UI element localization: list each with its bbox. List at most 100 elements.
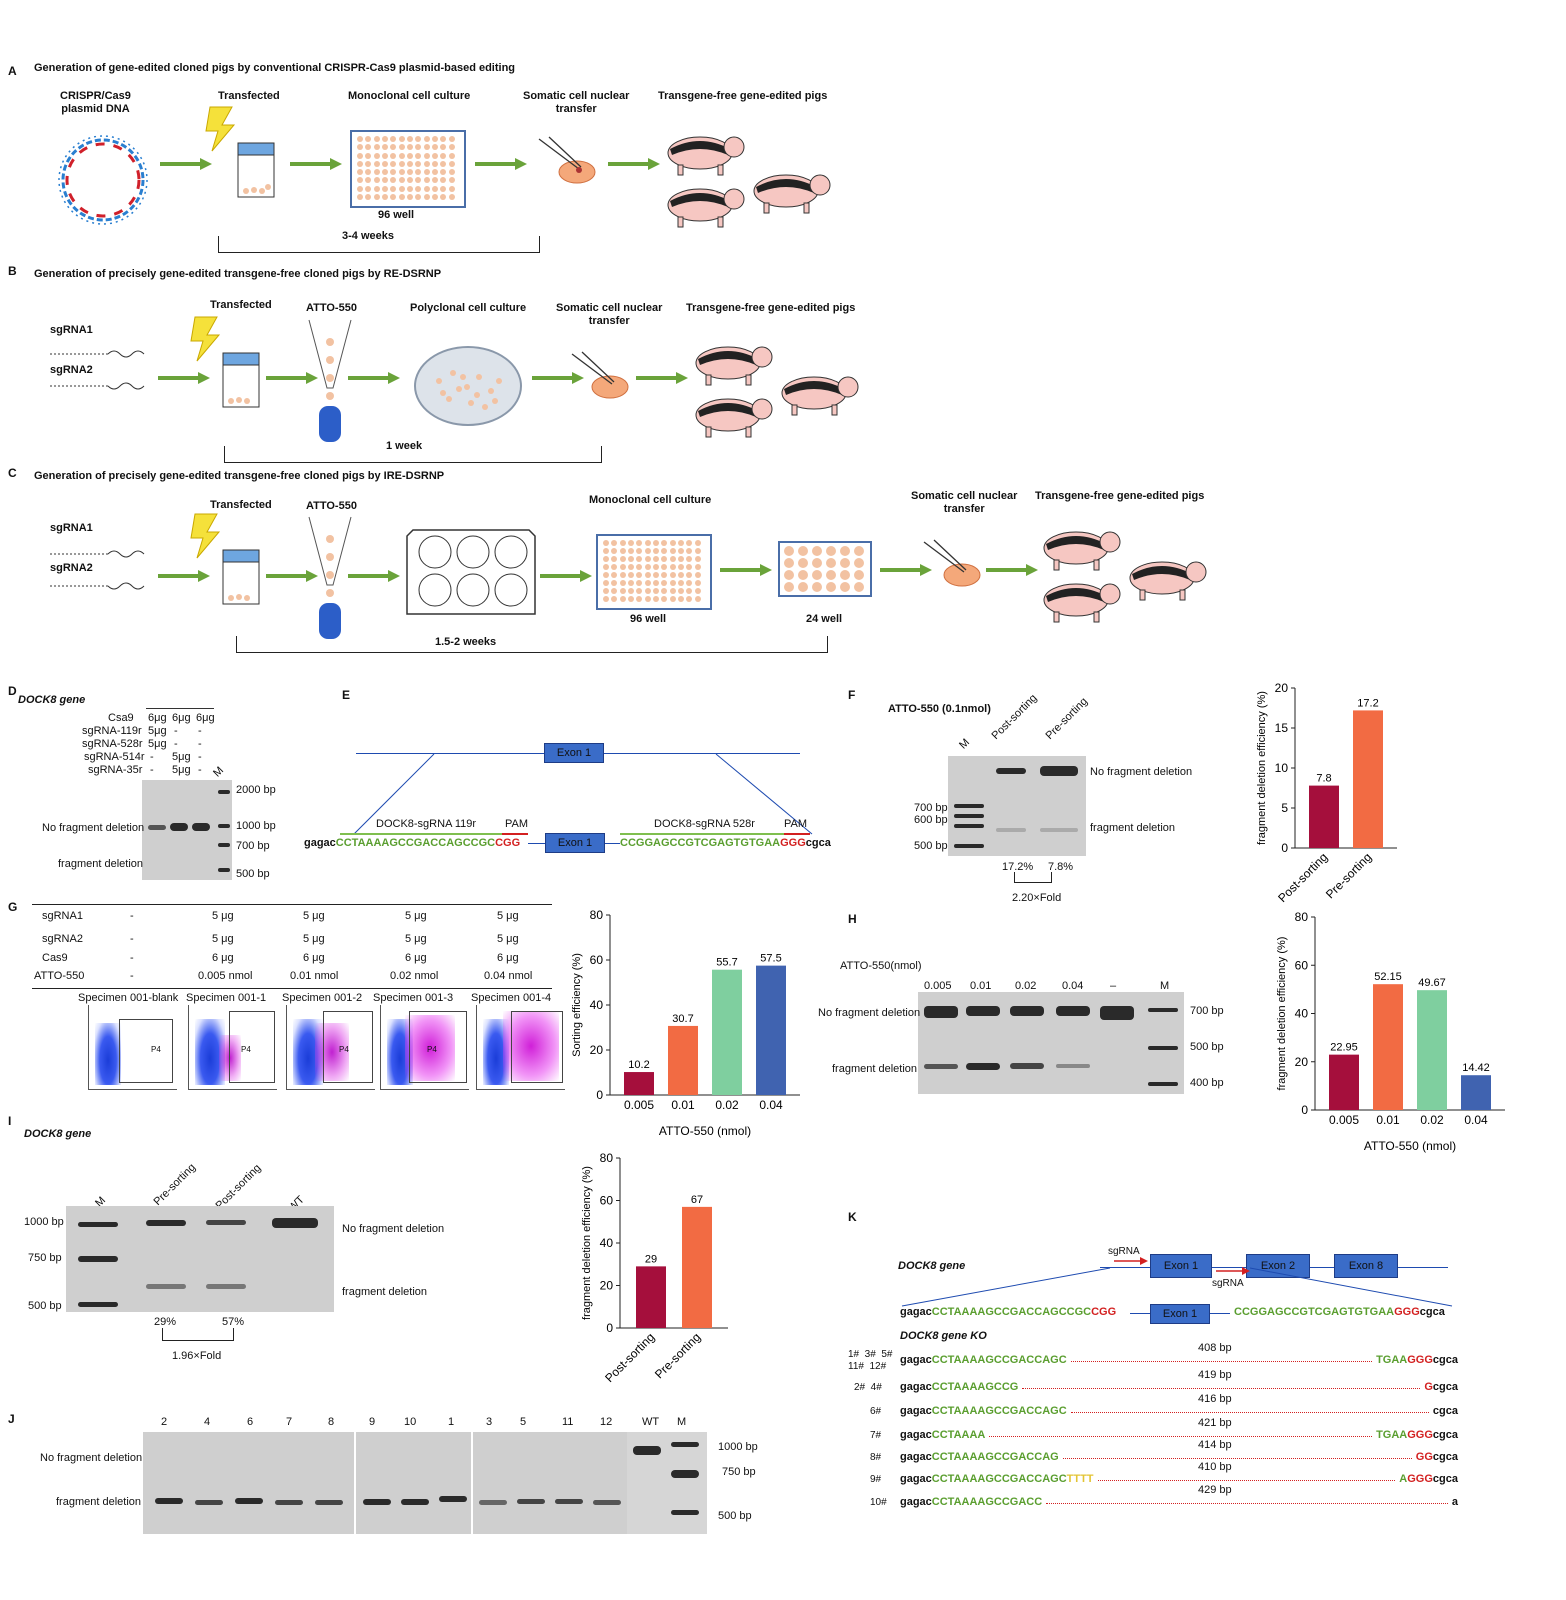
well	[798, 558, 808, 568]
well	[432, 169, 438, 175]
well	[373, 169, 380, 175]
well	[854, 570, 864, 580]
y-tick-label: 20	[600, 1279, 614, 1293]
well	[636, 580, 643, 586]
bar	[1329, 1054, 1359, 1110]
well	[686, 588, 693, 594]
sorting-funnel-icon	[308, 319, 352, 442]
well	[365, 169, 372, 175]
well	[636, 540, 643, 546]
well	[440, 152, 447, 159]
flow-plot	[476, 1005, 565, 1090]
size-label: 500 bp	[1190, 1041, 1224, 1053]
y-tick-label: 0	[1281, 841, 1288, 855]
well	[840, 546, 850, 556]
bar	[1353, 710, 1383, 848]
table-bottom-line	[32, 988, 552, 989]
pigs-icon	[695, 346, 859, 438]
cell: -	[130, 970, 134, 982]
pct-label: 7.8%	[1048, 861, 1074, 873]
well	[628, 556, 634, 562]
well	[644, 540, 651, 546]
well	[603, 580, 609, 586]
well	[694, 580, 701, 586]
well	[661, 556, 668, 562]
flow-plot: P4	[88, 1005, 177, 1090]
deletion-size: 421 bp	[1198, 1417, 1232, 1429]
gel-image	[66, 1206, 334, 1312]
allele-sequence-right: AGGGcgca	[1399, 1473, 1458, 1485]
deletion-dotted-line	[1046, 1503, 1448, 1504]
size-label: 400 bp	[1190, 1077, 1224, 1089]
gate-label: P4	[241, 1045, 251, 1054]
bar	[1461, 1075, 1491, 1110]
panel-i-letter: I	[8, 1114, 12, 1128]
step-scnt: Somatic cell nuclear transfer	[556, 302, 663, 327]
exon-1-box: Exon 1	[545, 833, 605, 853]
y-tick-label: 80	[590, 908, 604, 922]
well	[390, 193, 397, 200]
well	[669, 588, 676, 594]
24-well-plate-icon	[778, 541, 872, 597]
well	[432, 185, 438, 192]
step-pigs: Transgene-free gene-edited pigs	[658, 90, 828, 102]
deletion-label: fragment deletion	[832, 1063, 917, 1075]
well	[365, 160, 372, 167]
lane-label: 3	[486, 1416, 493, 1428]
no-deletion-label: No fragment deletion	[40, 1452, 143, 1464]
well	[448, 152, 455, 159]
divider	[146, 708, 214, 709]
well	[619, 580, 626, 586]
cell: -	[198, 725, 202, 737]
petri-dish-icon	[414, 346, 522, 426]
no-deletion-label: No fragment deletion	[818, 1007, 921, 1019]
cell-colony	[476, 374, 482, 380]
allele-sequence-right: GGcgca	[1415, 1451, 1458, 1463]
well	[628, 548, 634, 554]
lane-label: M	[957, 736, 973, 752]
well	[694, 588, 701, 594]
specimen-label: Specimen 001-blank	[78, 992, 179, 1004]
bar	[682, 1206, 712, 1328]
well	[365, 193, 372, 200]
chart-h: 02040608022.950.00552.150.0149.670.0214.…	[1276, 910, 1505, 1153]
well	[432, 152, 438, 159]
well	[423, 177, 430, 184]
cell-colony	[456, 386, 462, 392]
step-atto: ATTO-550	[306, 302, 357, 314]
well	[440, 177, 447, 184]
cell: 5 μg	[405, 910, 427, 922]
wt-sequence-right: CCGGAGCCGTCGAGTGTGAAGGGcgca	[620, 837, 831, 849]
duration-bracket	[236, 636, 828, 653]
panel-d-letter: D	[8, 684, 17, 698]
well	[432, 193, 438, 200]
step-transfected: Transfected	[210, 499, 272, 511]
x-tick-label: Pre-sorting	[1323, 850, 1374, 901]
cell: 6 μg	[405, 952, 427, 964]
bar-value-label: 10.2	[628, 1059, 649, 1071]
gel-image	[142, 780, 232, 880]
specimen-label: Specimen 001-3	[373, 992, 454, 1004]
sgrna1-label: sgRNA1	[50, 324, 93, 336]
allele-sequence-right: TGAAGGGcgca	[1376, 1354, 1458, 1366]
flow-arrow	[720, 564, 772, 576]
well	[694, 596, 701, 602]
lane-label: 8	[328, 1416, 335, 1428]
well	[661, 572, 668, 578]
well	[644, 548, 651, 554]
fold-label: 1.96×Fold	[172, 1350, 222, 1362]
well	[784, 558, 794, 568]
lane-label: Post-sorting	[989, 692, 1040, 742]
well	[448, 185, 455, 192]
sgrna2-label: sgRNA2	[50, 364, 93, 376]
well	[423, 160, 430, 167]
well	[390, 152, 397, 159]
cell: 6 μg	[497, 952, 519, 964]
allele-ids: 1# 3# 5# 11# 12#	[848, 1349, 893, 1372]
size-label: 500 bp	[914, 840, 948, 852]
panel-a-letter: A	[8, 64, 17, 78]
exon-8-box: Exon 8	[1334, 1254, 1398, 1278]
lane-label: 10	[404, 1416, 417, 1428]
well	[644, 572, 651, 578]
well	[382, 193, 388, 200]
